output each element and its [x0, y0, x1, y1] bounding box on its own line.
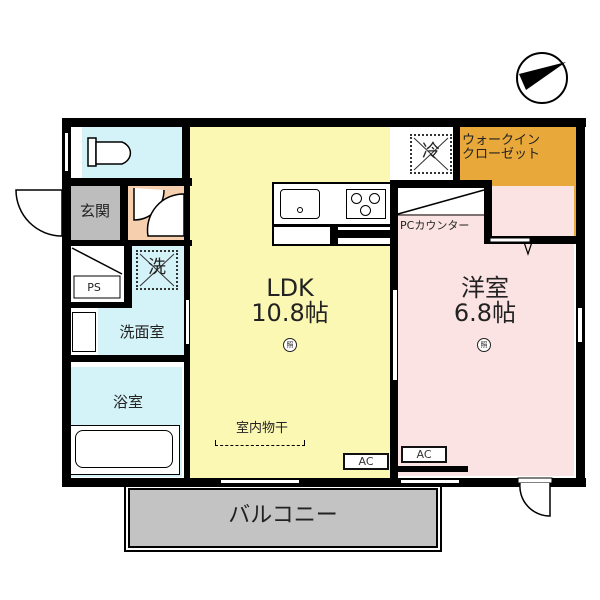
ldk-size: 10.8帖 — [251, 299, 329, 328]
vanity-icon — [72, 312, 96, 352]
western-room-label: 洋室 6.8帖 — [430, 274, 540, 328]
compass — [514, 50, 570, 106]
bathtub-icon — [70, 425, 180, 475]
fridge-space: 冷 — [410, 134, 452, 174]
hall-door-icon — [133, 188, 185, 237]
pc-counter-shelf-icon — [397, 188, 485, 216]
north-arrow-icon — [516, 52, 568, 104]
window-ldk-balcony — [220, 479, 300, 484]
ldk-name: LDK — [266, 274, 314, 302]
pipe-space-label: PS — [87, 281, 101, 294]
kitchen-counter — [272, 182, 392, 246]
western-light-icon: 照 — [477, 338, 491, 352]
stove-icon — [346, 189, 386, 219]
walk-in-closet-label: ウォークイン クローゼット — [462, 134, 574, 161]
bathroom-label: 浴室 — [112, 393, 143, 411]
ldk-light-icon: 照 — [283, 338, 297, 352]
window-western-right — [577, 307, 583, 343]
washer-space: 洗 — [136, 250, 178, 290]
entrance-label: 玄関 — [79, 202, 110, 220]
window-western-balcony — [400, 479, 460, 484]
ac-western: AC — [401, 446, 447, 463]
washroom-left — [98, 308, 134, 356]
sink-icon — [280, 189, 320, 219]
walk-in-closet-line2: クローゼット — [462, 146, 541, 162]
indoor-drying-label: 室内物干 — [235, 421, 288, 436]
toilet-icon — [87, 137, 132, 167]
entrance-area — [68, 186, 120, 240]
balcony-label: バルコニー — [228, 503, 338, 528]
window-toilet — [64, 132, 69, 172]
western-room-size: 6.8帖 — [453, 299, 517, 328]
ac-ldk: AC — [343, 453, 389, 470]
pc-counter-label: PCカウンター — [400, 219, 470, 232]
western-room-name: 洋室 — [461, 274, 509, 302]
sliding-door-ldk-western — [391, 290, 397, 380]
window-ldk-left — [186, 300, 189, 344]
entrance-door-icon — [15, 189, 63, 237]
fridge-label: 冷 — [422, 141, 440, 162]
stair-line-icon — [71, 247, 123, 299]
washroom-label: 洗面室 — [119, 323, 165, 341]
exterior-door-icon — [517, 477, 553, 517]
walk-in-closet-line1: ウォークイン — [462, 133, 541, 148]
closet-door-icon — [489, 237, 533, 256]
indoor-drying-rail-icon — [215, 440, 305, 446]
ldk-label: LDK 10.8帖 — [230, 274, 350, 328]
fridge-cross-icon — [413, 137, 449, 171]
washer-label: 洗 — [148, 257, 166, 278]
balcony-area — [126, 486, 440, 550]
washer-cross-icon — [139, 253, 175, 287]
